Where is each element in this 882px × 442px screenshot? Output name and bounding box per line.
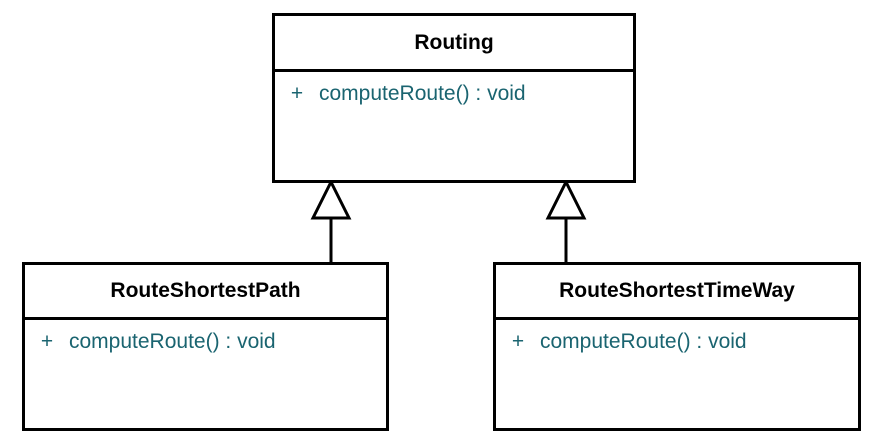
uml-class-name-route-shortest-path: RouteShortestPath — [110, 279, 301, 302]
generalization-arrow-route-shortest-time-way-to-routing[interactable] — [535, 178, 599, 268]
uml-operation-row[interactable]: + computeRoute() : void — [496, 328, 858, 356]
hollow-triangle-icon — [310, 178, 352, 220]
uml-class-route-shortest-time-way[interactable]: RouteShortestTimeWay + computeRoute() : … — [493, 262, 861, 431]
uml-class-route-shortest-path[interactable]: RouteShortestPath + computeRoute() : voi… — [22, 262, 389, 431]
uml-class-name-route-shortest-time-way: RouteShortestTimeWay — [559, 279, 795, 302]
uml-operations-compartment-route-shortest-path: + computeRoute() : void — [25, 320, 386, 428]
generalization-arrow-route-shortest-path-to-routing[interactable] — [300, 178, 364, 268]
uml-class-header-route-shortest-path: RouteShortestPath — [25, 265, 386, 320]
uml-class-name-routing: Routing — [414, 30, 494, 54]
uml-operations-compartment-routing: + computeRoute() : void — [275, 72, 633, 180]
uml-class-header-route-shortest-time-way: RouteShortestTimeWay — [496, 265, 858, 320]
uml-class-header-routing: Routing — [275, 16, 633, 72]
uml-visibility-marker: + — [290, 82, 304, 105]
uml-operation-signature: computeRoute() : void — [540, 330, 747, 353]
uml-visibility-marker: + — [40, 330, 54, 353]
uml-operation-signature: computeRoute() : void — [69, 330, 276, 353]
generalization-right-svg — [545, 178, 587, 268]
uml-visibility-marker: + — [511, 330, 525, 353]
uml-operation-signature: computeRoute() : void — [319, 82, 526, 105]
uml-operations-compartment-route-shortest-time-way: + computeRoute() : void — [496, 320, 858, 428]
hollow-triangle-icon — [545, 178, 587, 220]
generalization-left-svg — [310, 178, 352, 268]
uml-operation-row[interactable]: + computeRoute() : void — [25, 328, 386, 356]
uml-operation-row[interactable]: + computeRoute() : void — [275, 80, 633, 108]
uml-class-routing[interactable]: Routing + computeRoute() : void — [272, 13, 636, 183]
